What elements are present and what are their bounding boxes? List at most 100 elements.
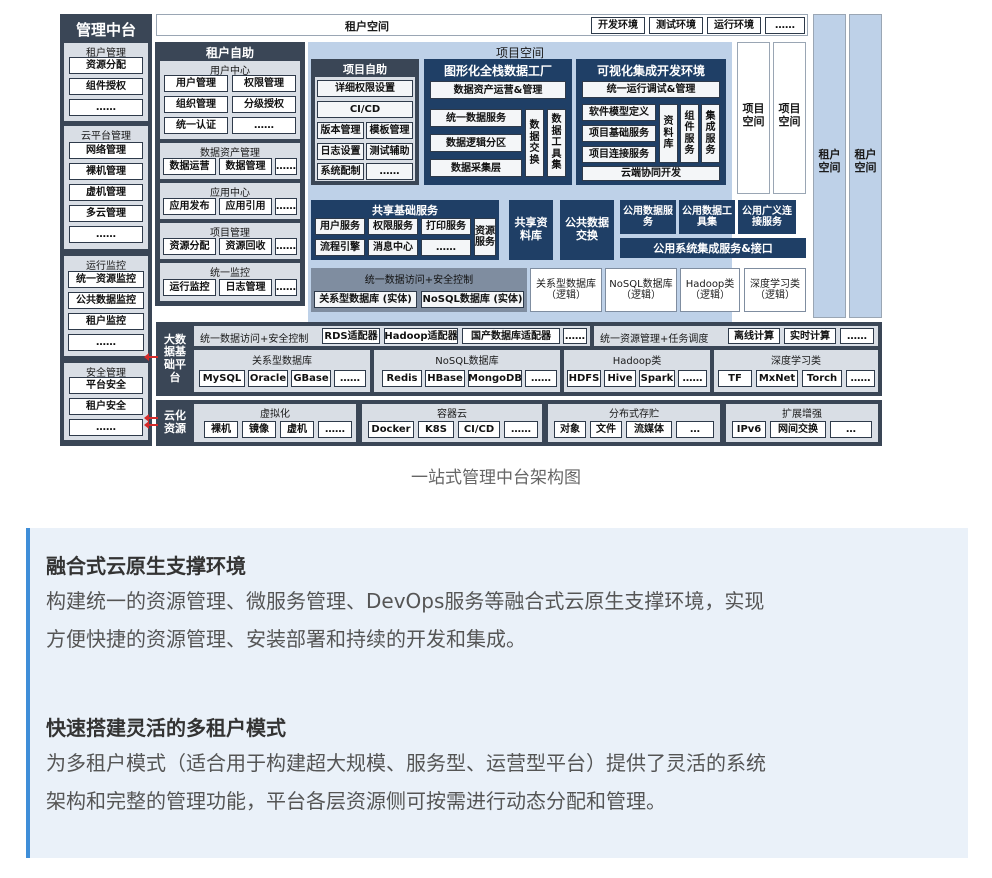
ts-app-item-1: 应用引用 bbox=[219, 198, 272, 215]
section-1: 快速搭建灵活的多租户模式 为多租户模式（适合用于构建超大规模、服务型、运营型平台… bbox=[46, 712, 966, 820]
cloud-label-box: 云化资源 bbox=[158, 402, 192, 444]
architecture-diagram: 租户空间 开发环境 测试环境 运行环境 …… 管理中台 租户管理 资源分配 组件… bbox=[58, 12, 886, 450]
ua-item-0: 关系型数据库 (实体) bbox=[314, 291, 417, 308]
cloud-group-virt-title: 虚拟化 bbox=[260, 409, 290, 420]
ts-user-item-0: 用户管理 bbox=[164, 75, 228, 92]
diagram-caption: 一站式管理中台架构图 bbox=[411, 468, 581, 488]
cloud-extend-item-2: … bbox=[830, 421, 872, 438]
pub-data-service-label: 公用数据服务 bbox=[623, 205, 673, 229]
project-self-item-6: 系统配制 bbox=[317, 163, 364, 180]
ts-user-item-3: 分级授权 bbox=[232, 96, 296, 113]
tenant-col-1-label: 租户空间 bbox=[854, 148, 877, 174]
bigdata-label: 大数据基础平台 bbox=[164, 332, 186, 384]
logic-db-3-label: 深度学习类（逻辑） bbox=[750, 278, 800, 302]
visual-vert-integration: 集成服务 bbox=[701, 104, 720, 163]
project-space: 项目空间 项目自助 详细权限设置 CI/CD 版本管理 模板管理 日志设置 测试… bbox=[308, 42, 796, 326]
visual-vert-library: 资料库 bbox=[659, 104, 678, 163]
bd-nosql-item-0: Redis bbox=[382, 370, 422, 387]
mgmt-monitor-item-2: 租户监控 bbox=[68, 313, 144, 330]
project-self-item-2: 版本管理 bbox=[317, 122, 364, 139]
ts-user-item-2: 组织管理 bbox=[164, 96, 228, 113]
ts-group-user-title: 用户中心 bbox=[210, 66, 250, 77]
visual-ide: 可视化集成开发环境 统一运行调试&管理 软件模型定义 项目基础服务 项目连接服务… bbox=[576, 59, 726, 185]
shared-services: 共享基础服务 用户服务 权限服务 打印服务 流程引擎 消息中心 …… 资源服务 bbox=[311, 200, 499, 260]
logic-db-1-label: NoSQL数据库（逻辑） bbox=[609, 278, 673, 302]
bd-tr-item-2: …… bbox=[840, 328, 874, 344]
tenant-col-0-label: 租户空间 bbox=[818, 148, 841, 174]
mgmt-group-monitor: 运行监控 统一资源监控 公共数据监控 租户监控 …… bbox=[64, 256, 148, 356]
bd-group-nosql-title: NoSQL数据库 bbox=[435, 356, 499, 367]
bd-dl-item-1: MxNet bbox=[756, 370, 798, 387]
mgmt-cloud-item-3: 多云管理 bbox=[69, 205, 143, 222]
shared-item-2: 打印服务 bbox=[421, 218, 471, 235]
bd-hadoop-item-1: Hive bbox=[604, 370, 636, 387]
graph-vert-tools-label: 数据工具集 bbox=[551, 114, 562, 172]
visual-item-0: 软件模型定义 bbox=[582, 104, 656, 121]
shared-library: 共享资料库 bbox=[509, 200, 553, 260]
mgmt-group-security: 安全管理 平台安全 租户安全 …… bbox=[64, 363, 148, 440]
mgmt-group-security-title: 安全管理 bbox=[86, 368, 126, 379]
cloud-virt-item-0: 裸机 bbox=[204, 421, 238, 438]
cloud-group-virt: 虚拟化 裸机 镜像 虚机 …… bbox=[194, 404, 356, 442]
project-self-item-5: 测试辅助 bbox=[366, 143, 413, 160]
ts-group-user: 用户中心 用户管理 权限管理 组织管理 分级授权 统一认证 …… bbox=[160, 61, 300, 139]
bigdata-top-left: 统一数据访问+安全控制 RDS适配器 Hadoop适配器 国产数据库适配器 …… bbox=[194, 326, 590, 346]
arrow-left-icon bbox=[144, 420, 158, 430]
project-self-item-7: …… bbox=[366, 163, 413, 180]
ts-asset-item-1: 数据管理 bbox=[219, 158, 272, 175]
bd-group-dl: 深度学习类 TF MxNet Torch …… bbox=[714, 350, 878, 392]
mgmt-tenant-item-1: 组件授权 bbox=[69, 78, 143, 95]
public-exchange: 公共数据交换 bbox=[560, 200, 614, 260]
project-self-item-3: 模板管理 bbox=[366, 122, 413, 139]
project-self-item-0: 详细权限设置 bbox=[317, 80, 413, 97]
mgmt-monitor-item-0: 统一资源监控 bbox=[68, 271, 144, 288]
graph-factory-title: 图形化全栈数据工厂 bbox=[443, 64, 552, 78]
bd-tr-item-0: 离线计算 bbox=[728, 328, 780, 344]
mgmt-group-monitor-title: 运行监控 bbox=[86, 261, 126, 272]
shared-item-3: 流程引擎 bbox=[315, 239, 365, 256]
shared-library-label: 共享资料库 bbox=[514, 216, 548, 242]
cloud-extend-item-1: 网间交换 bbox=[770, 421, 826, 438]
ts-project-item-0: 资源分配 bbox=[163, 238, 216, 255]
section-1-heading: 快速搭建灵活的多租户模式 bbox=[46, 716, 286, 740]
project-self: 项目自助 详细权限设置 CI/CD 版本管理 模板管理 日志设置 测试辅助 系统… bbox=[311, 59, 419, 185]
bd-group-hadoop-title: Hadoop类 bbox=[612, 356, 662, 367]
mgmt-monitor-item-1: 公共数据监控 bbox=[68, 292, 144, 309]
pub-connect-service: 公用广义连接服务 bbox=[738, 200, 796, 234]
project-self-title: 项目自助 bbox=[343, 63, 387, 76]
ts-monitor-item-1: 日志管理 bbox=[219, 279, 272, 296]
tenant-col-0: 租户空间 bbox=[813, 14, 846, 318]
visual-vert-component: 组件服务 bbox=[680, 104, 699, 163]
unified-access-entity: 统一数据访问+安全控制 关系型数据库 (实体) NoSQL数据库 (实体) bbox=[311, 268, 527, 312]
logic-db-2: Hadoop类（逻辑） bbox=[680, 268, 740, 312]
project-col-0: 项目空间 bbox=[737, 42, 770, 194]
ts-asset-item-0: 数据运营 bbox=[163, 158, 216, 175]
tenant-space-bar: 租户空间 开发环境 测试环境 运行环境 …… bbox=[156, 14, 808, 36]
cloud-storage-item-1: 文件 bbox=[590, 421, 622, 438]
tenant-self-title: 租户自助 bbox=[205, 46, 254, 60]
arrow-left-icon bbox=[144, 352, 158, 362]
bigdata-top-right: 统一资源管理+任务调度 离线计算 实时计算 …… bbox=[594, 326, 878, 346]
ts-group-monitor: 统一监控 运行监控 日志管理 …… bbox=[160, 263, 300, 301]
cloud-container-item-2: CI/CD bbox=[458, 421, 500, 438]
ts-project-item-2: …… bbox=[275, 238, 297, 255]
mgmt-security-item-2: …… bbox=[69, 419, 143, 436]
bd-rdb-item-2: GBase bbox=[291, 370, 331, 387]
project-col-0-label: 项目空间 bbox=[742, 102, 765, 128]
bd-group-dl-title: 深度学习类 bbox=[771, 356, 821, 367]
graph-asset: 数据资产运营&管理 bbox=[430, 81, 566, 99]
graph-vert-exchange-label: 数据交换 bbox=[529, 120, 540, 166]
ts-monitor-item-0: 运行监控 bbox=[163, 279, 216, 296]
bd-tr-item-1: 实时计算 bbox=[784, 328, 836, 344]
mgmt-cloud-item-0: 网络管理 bbox=[69, 142, 143, 159]
unified-access-title: 统一数据访问+安全控制 bbox=[364, 275, 474, 286]
bd-dl-item-3: …… bbox=[846, 370, 875, 387]
shared-side: 资源服务 bbox=[474, 218, 496, 256]
cloud-label: 云化资源 bbox=[164, 409, 186, 435]
public-exchange-label: 公共数据交换 bbox=[565, 216, 609, 242]
mgmt-cloud-item-1: 裸机管理 bbox=[69, 163, 143, 180]
cloud-virt-item-3: …… bbox=[318, 421, 352, 438]
bd-rdb-item-3: …… bbox=[334, 370, 366, 387]
graph-item-0: 统一数据服务 bbox=[430, 109, 522, 127]
cloud-group-storage-title: 分布式存贮 bbox=[609, 409, 659, 420]
